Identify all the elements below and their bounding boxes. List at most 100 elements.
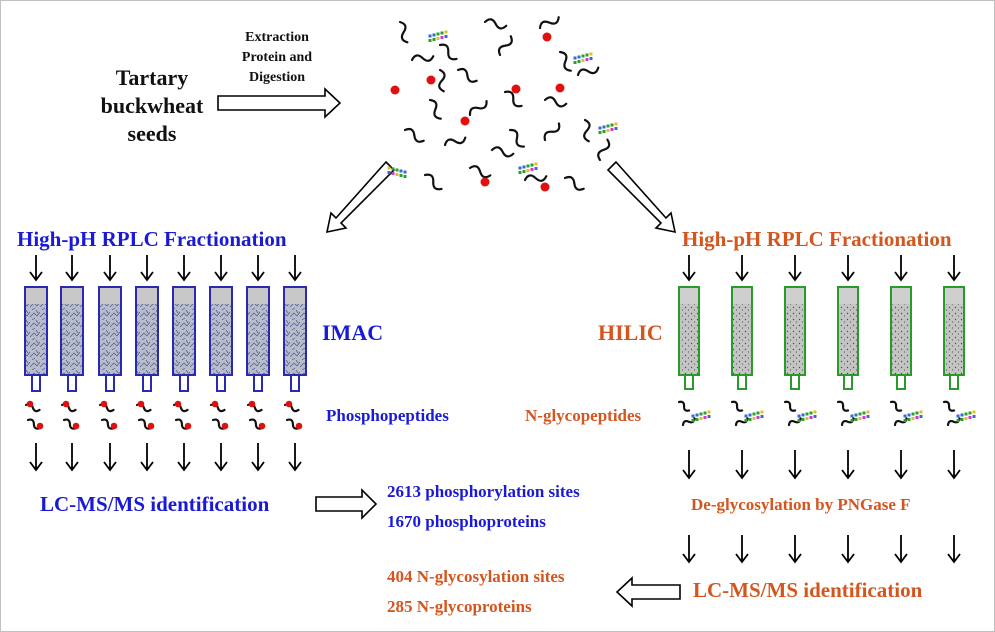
phosphopeptide-cluster	[246, 400, 266, 430]
glycan-unit	[968, 416, 972, 419]
imac-column-tip	[67, 374, 77, 392]
glycan-unit	[707, 410, 711, 414]
glycan-unit	[907, 418, 911, 421]
imac-column-head	[137, 288, 157, 304]
glycan-unit	[960, 418, 964, 421]
glycan-unit	[805, 412, 809, 416]
imac-column	[135, 286, 159, 392]
down-arrow-head	[251, 271, 265, 282]
hilic-column-head	[680, 288, 698, 304]
phosphopeptide-cluster	[24, 400, 44, 430]
peptide-strand	[836, 400, 850, 412]
down-arrow-head	[214, 271, 228, 282]
phospho-site-dot	[295, 422, 303, 430]
imac-column-tip	[105, 374, 115, 392]
phospho-site-dot	[540, 182, 550, 192]
hilic-column-head	[733, 288, 751, 304]
phospho-site-dot	[258, 422, 266, 430]
phosphopeptide-cluster	[60, 400, 80, 430]
glycan-unit	[903, 419, 907, 422]
peptide-strand	[410, 54, 435, 62]
glycan-unit	[522, 170, 526, 173]
phospho-site-dot	[174, 400, 182, 408]
glycan-unit	[964, 417, 968, 420]
glycan-unit	[695, 418, 699, 421]
down-arrow-head	[29, 271, 43, 282]
down-arrow-head	[65, 461, 79, 472]
imac-column-tip	[253, 374, 263, 392]
glycan-unit	[854, 418, 858, 421]
peptide-strand	[428, 98, 442, 120]
down-arrow-head	[841, 271, 855, 282]
down-arrow-head	[103, 461, 117, 472]
hilic-column-head	[892, 288, 910, 304]
peptide-strand	[248, 418, 263, 430]
glycan-unit	[440, 36, 444, 39]
peptide-strand	[576, 66, 600, 77]
glycan-unit	[403, 170, 407, 174]
glycan-unit	[915, 411, 919, 415]
glycan-unit	[919, 410, 923, 414]
glycan-unit	[526, 169, 530, 172]
phospho-branch-graphics	[24, 255, 307, 472]
glycan-unit	[598, 131, 602, 134]
phosphopeptide-cluster	[172, 400, 192, 430]
glycan-unit	[589, 57, 593, 60]
peptide-strand	[508, 128, 525, 148]
glycan-unit	[534, 162, 538, 166]
down-arrow-head	[788, 553, 802, 564]
split-arrow-left	[325, 160, 396, 234]
peptide-strand	[438, 68, 446, 93]
glycan-unit	[602, 125, 606, 129]
glycan-unit	[589, 52, 593, 56]
down-arrow-head	[682, 469, 696, 480]
imac-column-head	[26, 288, 46, 304]
glycan-unit	[956, 414, 960, 418]
peptide-strand	[730, 400, 744, 412]
glycan-unit	[919, 415, 923, 418]
phosphopeptide-cluster	[283, 400, 303, 430]
peptide-strand	[483, 18, 508, 30]
glycan-unit	[610, 128, 614, 131]
hilic-column-tip	[684, 374, 694, 390]
glycan-unit	[573, 61, 577, 64]
glycan-unit	[968, 411, 972, 415]
peptide-strand	[583, 118, 591, 143]
phospho-site-dot	[460, 116, 470, 126]
glycan-unit	[850, 414, 854, 418]
glycan-unit	[598, 126, 602, 130]
down-arrow-head	[788, 271, 802, 282]
phospho-site-dot	[426, 75, 436, 85]
glycopeptide-cluster	[677, 400, 711, 427]
phospho-site-dot	[248, 400, 256, 408]
glycan-unit	[577, 60, 581, 63]
glycan-unit	[744, 419, 748, 422]
glycan-unit	[972, 410, 976, 414]
phospho-site-dot	[72, 422, 80, 430]
down-arrow-head	[841, 553, 855, 564]
imac-label: IMAC	[322, 320, 384, 345]
down-arrow-head	[788, 469, 802, 480]
glycan-unit	[862, 416, 866, 419]
glycan-unit	[911, 412, 915, 416]
imac-column	[246, 286, 270, 392]
imac-column-tip	[179, 374, 189, 392]
glycan-unit	[903, 414, 907, 418]
hilic-column	[943, 286, 965, 390]
split-arrow-right	[606, 160, 677, 234]
glycan-unit	[428, 34, 432, 38]
down-arrow-head	[894, 469, 908, 480]
peptide-strand	[443, 136, 467, 147]
glyco-branch-graphics	[677, 255, 976, 564]
down-arrow-head	[682, 553, 696, 564]
glycan-unit	[387, 166, 391, 170]
glycan-unit	[797, 414, 801, 418]
imac-column	[98, 286, 122, 392]
imac-column	[209, 286, 233, 392]
glycan-unit	[585, 53, 589, 57]
glycan-unit	[801, 418, 805, 421]
glycan-unit	[752, 417, 756, 420]
glycan-unit	[748, 418, 752, 421]
peptide-strand	[503, 90, 523, 108]
glycan-unit	[907, 413, 911, 417]
